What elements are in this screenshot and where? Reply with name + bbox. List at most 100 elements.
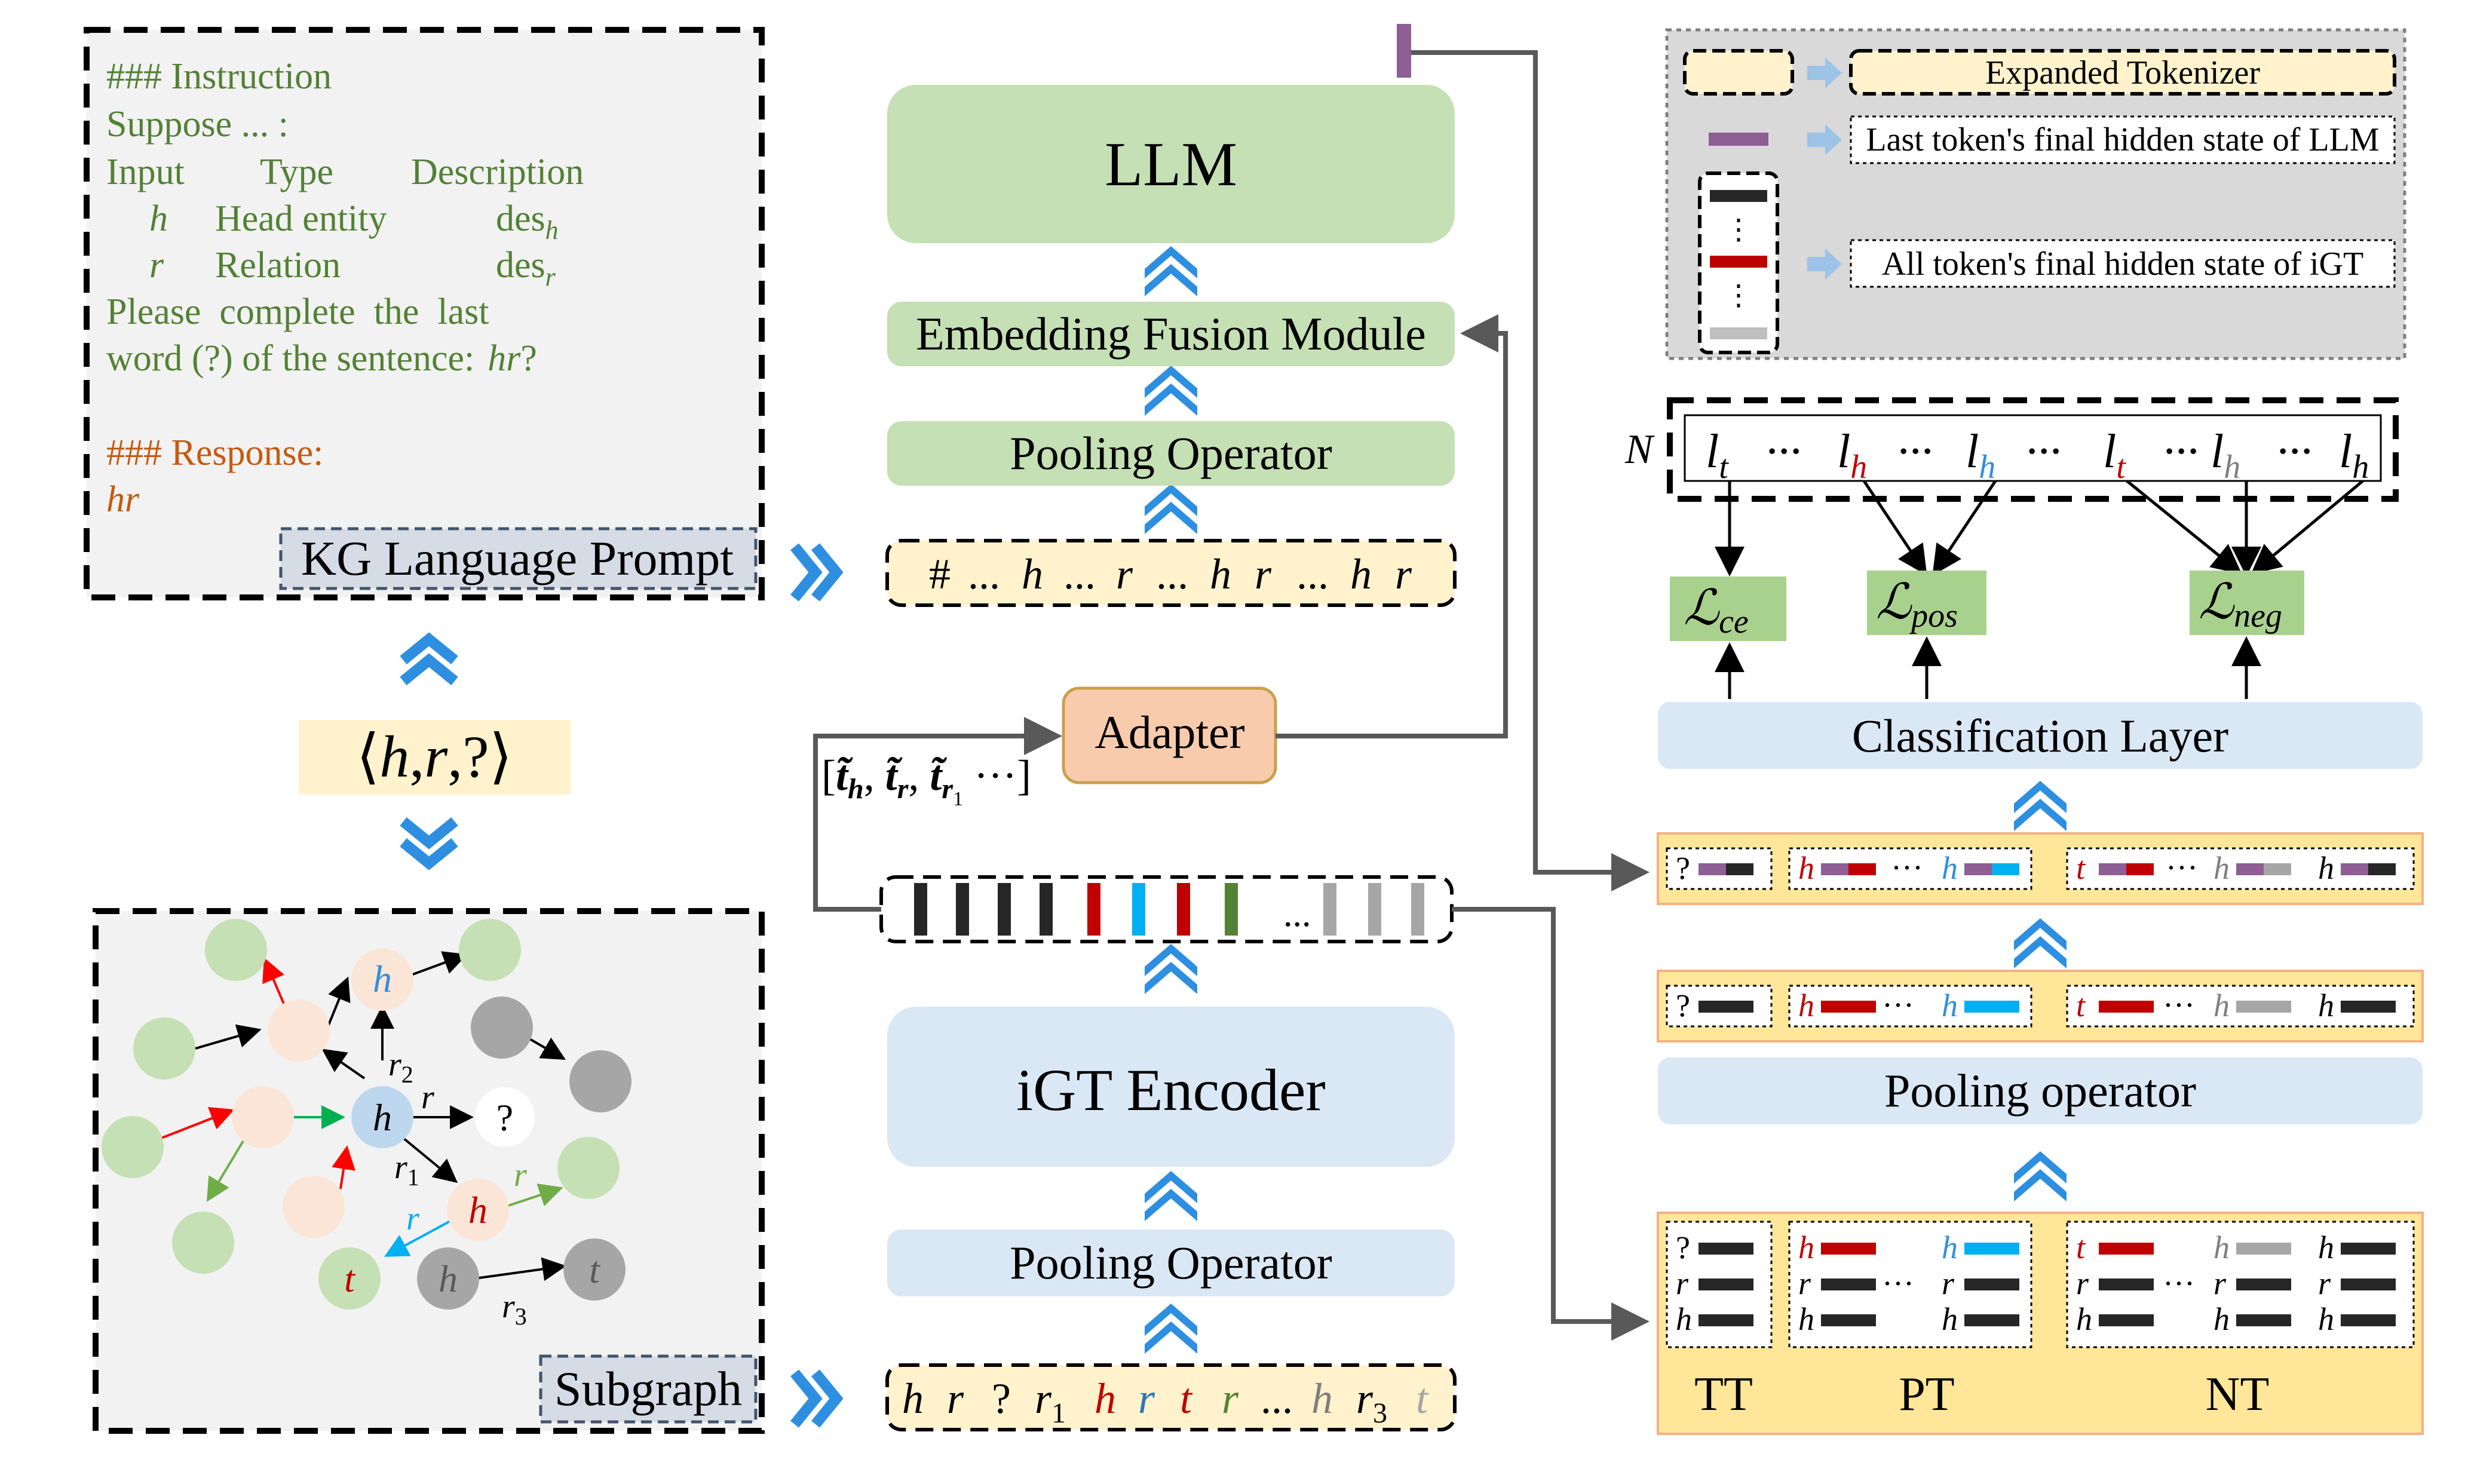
token-bar <box>1964 1001 2019 1013</box>
token-bar <box>2099 1001 2154 1013</box>
token-label: h <box>1798 850 1814 886</box>
prompt-token: r <box>1116 550 1133 598</box>
prompt-title-box <box>279 527 758 590</box>
hidden-state-bar <box>914 883 927 936</box>
token-label: h <box>1942 1229 1958 1265</box>
token-label: t <box>2076 988 2086 1023</box>
token-label: h <box>2213 1229 2230 1265</box>
prompt-title: KG Language Prompt <box>301 531 734 585</box>
logit: lh <box>1837 425 1867 486</box>
prompt-response: ### Response: <box>106 433 323 473</box>
token-label: h <box>2318 850 2334 886</box>
token-bar <box>2236 863 2264 875</box>
token-bar <box>1964 863 1992 875</box>
prompt-row-h-sym: h <box>149 198 168 239</box>
token-bar <box>1699 1243 1753 1255</box>
token-bar <box>2368 863 2396 875</box>
prompt-token-box <box>885 539 1457 607</box>
token-label: r <box>1942 1265 1955 1301</box>
chevron-up-icon <box>1145 1171 1197 1203</box>
node-h-red: h <box>468 1189 488 1231</box>
classification-box <box>1658 702 2423 769</box>
hidden-state-bar <box>1323 883 1336 936</box>
svg-text:⋮: ⋮ <box>1724 214 1753 246</box>
prompt-row-r-desc: desr <box>496 245 556 292</box>
llm-to-panel-arrow <box>1411 50 1650 891</box>
prompt-instruction: ### Instruction <box>106 56 332 97</box>
graph-token: r3 <box>1356 1375 1387 1429</box>
hidden-state-bar <box>1368 883 1381 936</box>
logit-ellipsis: ··· <box>1765 425 1801 478</box>
svg-text:⋮: ⋮ <box>1724 280 1753 311</box>
token-bar <box>2236 1243 2291 1255</box>
token-bar <box>1726 863 1753 875</box>
prompt-token: h <box>1210 550 1231 598</box>
token-bar <box>2236 1314 2291 1326</box>
prompt-token: ... <box>1063 550 1096 598</box>
classification-label: Classification Layer <box>1852 710 2228 762</box>
node-h-center: h <box>373 1096 392 1139</box>
chevron-up-icon <box>400 632 458 685</box>
legend-last-token: Last token's final hidden state of LLM <box>1866 121 2379 158</box>
adapter-to-fusion-arrow <box>1276 314 1508 738</box>
edge-r2: r2 <box>388 1046 413 1088</box>
token-bar <box>2099 1314 2154 1326</box>
chevron-up-icon-right <box>2014 781 2067 1201</box>
logits-row: N lt···lh···lh···lt···lh···lh <box>1624 397 2399 502</box>
loss-neg: ℒneg <box>2199 575 2282 634</box>
token-bar <box>2236 1278 2291 1290</box>
chevron-up-icon <box>1145 366 1197 398</box>
prompt-col-desc: Description <box>411 152 584 192</box>
token-label: r <box>1676 1265 1689 1301</box>
graph-token: ? <box>992 1375 1011 1422</box>
token-label: h <box>2213 1301 2230 1337</box>
node-question: ? <box>496 1096 513 1139</box>
prompt-word-line: word (?) of the sentence:hr? <box>106 338 537 379</box>
node-h-gray: h <box>439 1258 458 1300</box>
legend-arrow-icon <box>1807 249 1842 280</box>
prompt-token: h <box>1022 550 1043 598</box>
token-label: t <box>2076 1229 2086 1265</box>
chevron-up-icon <box>1145 1304 1197 1336</box>
token-label: t <box>2076 850 2086 886</box>
token-label: h <box>2318 1301 2334 1337</box>
chevron-up-icon <box>1145 264 1197 296</box>
token-label: r <box>2076 1265 2089 1301</box>
token-bar <box>1821 863 1848 875</box>
prompt-row-r-sym: r <box>149 245 164 286</box>
graph-token: ... <box>1261 1375 1293 1422</box>
token-bar <box>2341 1314 2396 1326</box>
token-bar <box>1699 1001 1753 1013</box>
edge-r: r <box>421 1079 434 1116</box>
logit: lh <box>2211 425 2240 486</box>
pooling-bottom-box <box>887 1229 1455 1296</box>
token-label: h <box>2213 850 2230 886</box>
hidden-state-bar <box>1411 883 1424 936</box>
token-label: ? <box>1676 988 1690 1023</box>
subgraph-title: Subgraph <box>554 1362 742 1416</box>
legend-arrow-icon <box>1807 124 1842 155</box>
token-bar <box>1848 863 1876 875</box>
hidden-state-bar <box>1225 883 1238 936</box>
token-bar <box>1821 1314 1876 1326</box>
prompt-col-type: Type <box>260 152 333 192</box>
node-t-red: t <box>344 1258 356 1300</box>
token-label: h <box>2318 988 2334 1023</box>
hidden-state-bar <box>956 883 969 936</box>
hidden-state-bar <box>998 883 1011 936</box>
node-t-gray: t <box>589 1249 601 1291</box>
chevron-up-icon <box>1145 1322 1197 1354</box>
token-label: h <box>1798 1229 1814 1265</box>
loss-pos-box <box>1867 571 1986 635</box>
chevron-right-icon-top <box>790 543 844 602</box>
logit: lt <box>2103 425 2126 486</box>
chevron-up-icon <box>1145 384 1197 416</box>
edge-r-green: r <box>514 1157 527 1194</box>
hidden-state-bar <box>1087 883 1100 936</box>
prompt-please-line: Please complete the last <box>106 292 489 332</box>
token-bar <box>1964 1243 2019 1255</box>
graph-token: t <box>1180 1375 1193 1422</box>
